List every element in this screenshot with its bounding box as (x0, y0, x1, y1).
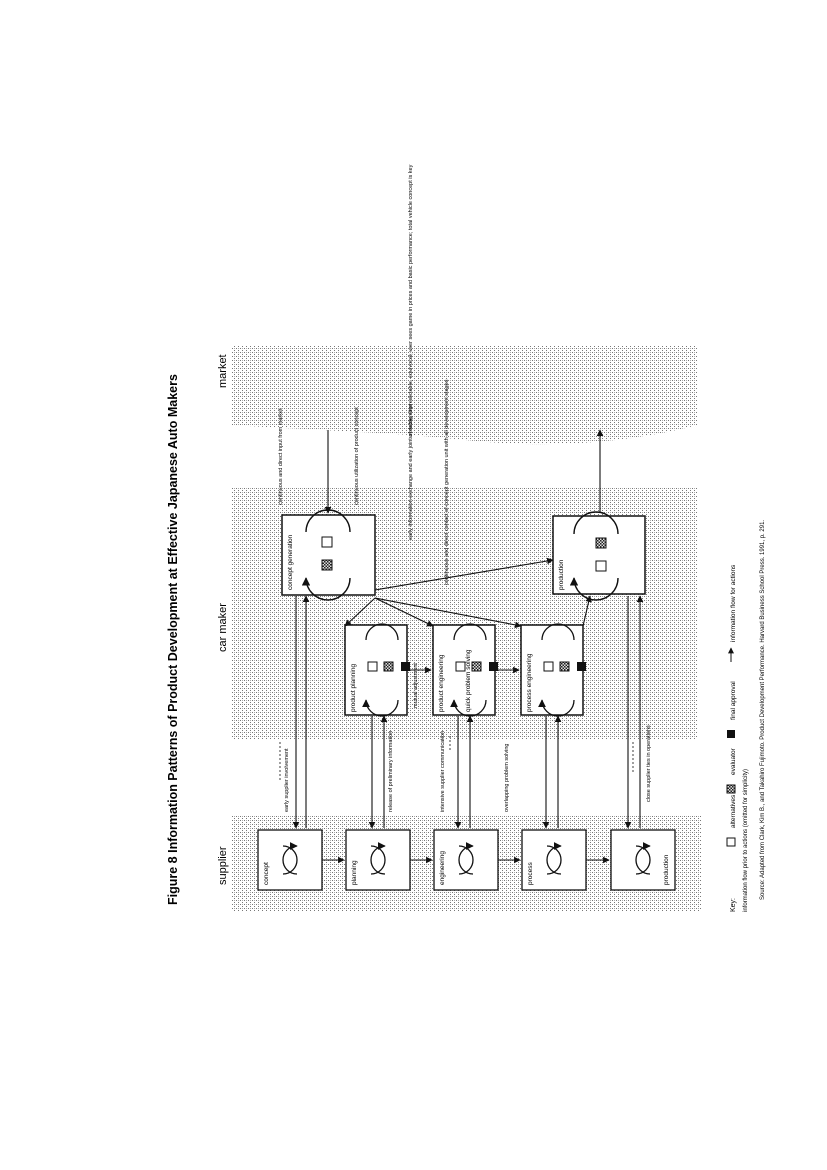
key-flow-actions-label: information flow for actions (730, 564, 737, 642)
flow-line (344, 597, 376, 627)
final-approval-icon (489, 662, 498, 671)
key-evaluator-icon (726, 784, 736, 794)
alternatives-icon (367, 661, 378, 672)
carmaker-box-process-engineering: process engineering (520, 623, 586, 717)
supplier-box-label: process (527, 861, 534, 885)
cycle-icon (546, 846, 561, 875)
carmaker-box-label: production (558, 559, 565, 590)
key-alternatives-label: alternatives (730, 794, 737, 828)
evaluator-icon (383, 661, 394, 672)
key-alternatives-icon (726, 837, 736, 847)
annotation-intensive-supplier: intensive supplier communication (440, 731, 446, 812)
cycle-icon (574, 511, 619, 601)
flow-line (582, 595, 592, 627)
carmaker-box-label: product planning (350, 664, 357, 712)
source-citation: Source: Adapted from Clark, Kim B., and … (760, 520, 766, 900)
annotation-release-info: release of preliminary information (388, 731, 394, 812)
key-final-approval-label: final approval (730, 681, 737, 720)
evaluator-icon (471, 661, 482, 672)
alternatives-icon (543, 661, 554, 672)
alternatives-icon (321, 536, 333, 548)
supplier-box-planning: planning (345, 829, 411, 891)
annotation-overlapping: overlapping problem solving (504, 744, 510, 812)
evaluator-icon (595, 537, 607, 549)
supplier-box-concept: concept (257, 829, 323, 891)
supplier-box-label: production (663, 854, 670, 885)
key-final-approval-icon (727, 730, 735, 738)
flow-lines (292, 429, 644, 864)
annotation-market-notes: unstable, unpredictable, equivocal; user… (408, 164, 414, 438)
carmaker-box-label: product engineering (438, 654, 445, 712)
evaluator-icon (559, 661, 570, 672)
figure-title: Figure 8 Information Patterns of Product… (166, 374, 180, 905)
annotation-continuous-contact: continuous and direct contact of concept… (444, 379, 450, 585)
annotation-early-supplier: early supplier involvement (284, 748, 290, 812)
supplier-box-label: planning (351, 860, 358, 885)
region-label-supplier: supplier (217, 846, 229, 885)
carmaker-box-concept-generation: concept generation (281, 509, 376, 601)
carmaker-box-label: concept generation (287, 534, 294, 590)
supplier-box-process: process (521, 829, 587, 891)
region-label-car-maker: car maker (217, 603, 229, 652)
flow-line (374, 557, 554, 591)
carmaker-box-label: process engineering (526, 653, 533, 712)
region-label-market: market (217, 354, 229, 388)
carmaker-box-product-engineering: product engineering quick problem solvin… (432, 623, 498, 717)
annotation-utilization: continuous utilization of product concep… (354, 407, 360, 505)
leader-lines (279, 735, 634, 780)
evaluator-icon (321, 559, 333, 571)
cycle-icon (282, 846, 297, 875)
alternatives-icon (595, 560, 607, 572)
supplier-box-label: engineering (439, 851, 446, 885)
alternatives-icon (455, 661, 466, 672)
annotation-early-info: early information exchange and early joi… (408, 404, 414, 540)
flow-line (374, 597, 522, 629)
key-label: Key: (730, 898, 737, 912)
annotation-market-input: continuous and direct input from market (278, 408, 284, 505)
quick-problem-solving-label: quick problem solving (465, 649, 472, 712)
cycle-icon (458, 846, 473, 875)
key-flow-prior-label: information flow prior to actions (omitt… (743, 769, 749, 912)
cycle-icon (370, 846, 385, 875)
final-approval-icon (577, 662, 586, 671)
carmaker-box-product-planning: product planning (344, 623, 410, 717)
annotation-mutual: mutual adjustment (413, 663, 419, 708)
market-curve (232, 345, 698, 445)
carmaker-box-production: production (552, 511, 646, 601)
key-legend: Key: alternatives evaluator final approv… (726, 564, 749, 912)
supplier-box-engineering: engineering (433, 829, 499, 891)
cycle-icon (635, 846, 650, 875)
key-evaluator-label: evaluator (730, 747, 737, 775)
final-approval-icon (401, 662, 410, 671)
annotation-close-supplier: close supplier ties in operations (646, 725, 652, 802)
flow-line (374, 597, 434, 627)
supplier-box-label: concept (263, 862, 270, 885)
supplier-box-production: production (610, 829, 676, 891)
